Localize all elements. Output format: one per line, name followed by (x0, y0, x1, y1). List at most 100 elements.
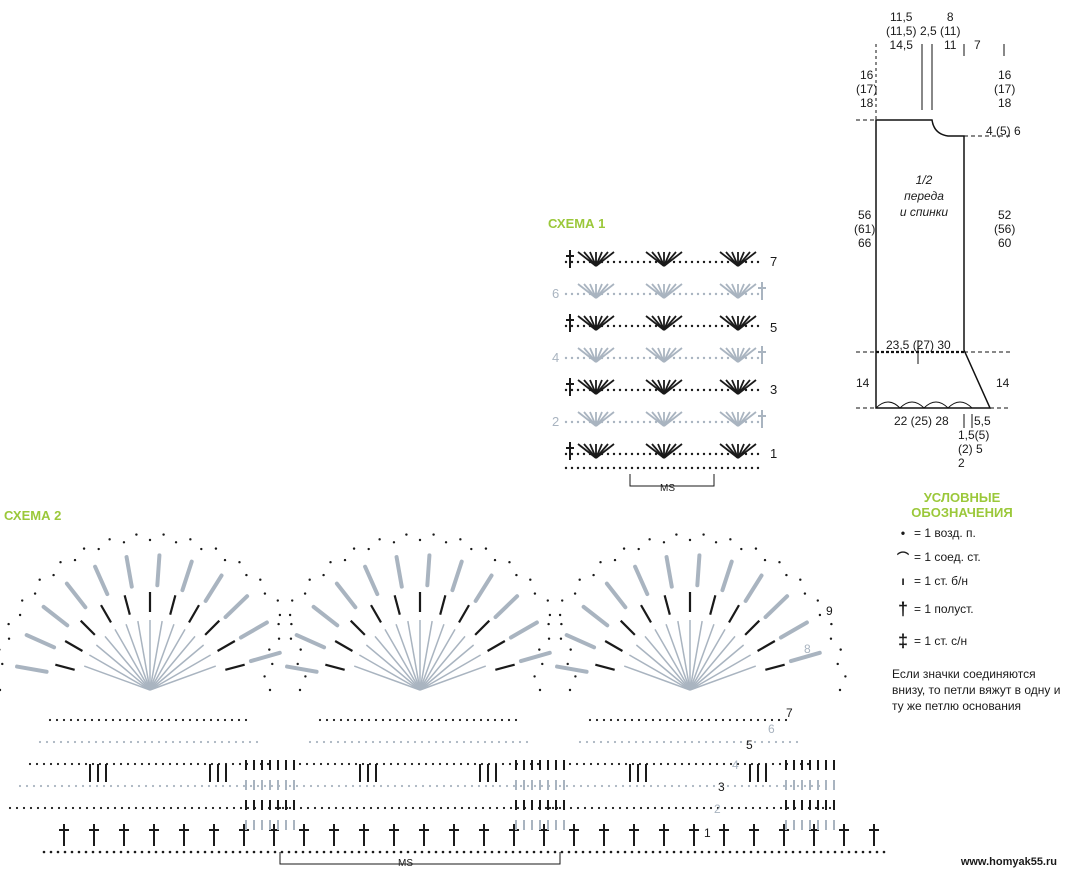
fan-stitch (486, 640, 506, 652)
legend-item-text: = 1 ст. с/н (914, 634, 968, 648)
fan-stitch (419, 629, 456, 691)
chain-dot (1, 662, 4, 666)
petal-stitch (473, 573, 494, 603)
chain-dot (698, 784, 702, 788)
chain-dot (573, 592, 577, 595)
chain-dot (140, 850, 144, 854)
chain-dot (714, 420, 718, 424)
chain-dot (756, 718, 760, 722)
chain-dot (728, 850, 732, 854)
chain-dot (612, 356, 616, 360)
chain-dot (760, 740, 764, 744)
chain-dot (133, 850, 137, 854)
chain-dot (147, 850, 151, 854)
petal-stitch (633, 564, 650, 597)
chain-dot (564, 260, 568, 264)
petal-stitch (223, 594, 250, 620)
chain-dot (718, 740, 722, 744)
chain-dot (756, 324, 760, 328)
chain-dot (244, 718, 248, 722)
fan-stitch (595, 379, 615, 395)
pattern-right-body: 52 (56) 60 (994, 208, 1015, 250)
chain-dot (805, 850, 809, 854)
petal-stitch (555, 664, 589, 674)
fan-stitch (589, 411, 597, 427)
chain-dot (582, 292, 586, 296)
chain-dot (610, 762, 614, 766)
chain-dot (259, 850, 263, 854)
petal-stitch (334, 581, 358, 610)
legend-item: ⌒ = 1 соед. ст. (892, 546, 1062, 568)
chain-dot (497, 740, 501, 744)
chain-dot (749, 850, 753, 854)
chain-dot (270, 784, 274, 788)
chain-dot (672, 324, 676, 328)
chain-dot (98, 762, 102, 766)
chain-dot (473, 762, 477, 766)
fan-stitch (663, 251, 683, 267)
chain-dot (74, 784, 78, 788)
dimension-text: 66 (857, 236, 872, 250)
chain-dot (263, 784, 267, 788)
chain-dot (181, 718, 185, 722)
chain-dot (570, 292, 574, 296)
chain-dot (747, 784, 751, 788)
chain-dot (350, 850, 354, 854)
chain-dot (570, 452, 574, 456)
chain-dot (564, 356, 568, 360)
fan-stitch (419, 665, 487, 691)
fan-stitch (474, 619, 491, 636)
chain-dot (500, 718, 504, 722)
fan-stitch (689, 644, 745, 691)
chain-dot (630, 260, 634, 264)
fan-stitch (737, 443, 757, 459)
chain-dot (308, 578, 311, 581)
chain-dot (616, 718, 620, 722)
chain-dot (681, 806, 685, 810)
chain-dot (630, 292, 634, 296)
chain-dot (92, 806, 96, 810)
chain-dot (185, 740, 189, 744)
fan-stitch (623, 665, 691, 691)
chain-dot (361, 762, 365, 766)
chain-dot (744, 292, 748, 296)
chain-dot (632, 806, 636, 810)
fan-stitch (709, 595, 717, 615)
chain-dot (312, 762, 316, 766)
chain-dot (658, 850, 662, 854)
chain-dot (60, 784, 64, 788)
petal-stitch (41, 604, 70, 628)
chain-dot (654, 292, 658, 296)
fan-stitch (583, 379, 597, 395)
chain-dot (648, 356, 652, 360)
chain-dot (781, 740, 785, 744)
chain-dot (357, 740, 361, 744)
chain-dot (501, 762, 505, 766)
chain-dot (711, 740, 715, 744)
fan-stitch (89, 654, 151, 691)
chain-dot (313, 806, 317, 810)
chain-dot (684, 466, 688, 470)
fan-stitch (604, 640, 624, 652)
chain-dot (810, 784, 814, 788)
chain-dot (642, 420, 646, 424)
chain-dot (672, 718, 676, 722)
chain-dot (214, 784, 218, 788)
chain-dot (779, 806, 783, 810)
chain-dot (36, 806, 40, 810)
chain-dot (635, 784, 639, 788)
chain-dot (726, 420, 730, 424)
fan-stitch (595, 347, 615, 363)
chain-dot (195, 718, 199, 722)
chain-dot (678, 292, 682, 296)
chain-dot (400, 784, 404, 788)
fan-stitch (216, 640, 236, 652)
fan-stitch (583, 283, 597, 299)
chain-dot (636, 356, 640, 360)
scheme-2-row-number: 1 (704, 826, 711, 840)
chain-dot (218, 806, 222, 810)
chain-dot (99, 806, 103, 810)
chain-dot (432, 806, 436, 810)
chain-dot (836, 662, 839, 666)
chain-dot (684, 356, 688, 360)
